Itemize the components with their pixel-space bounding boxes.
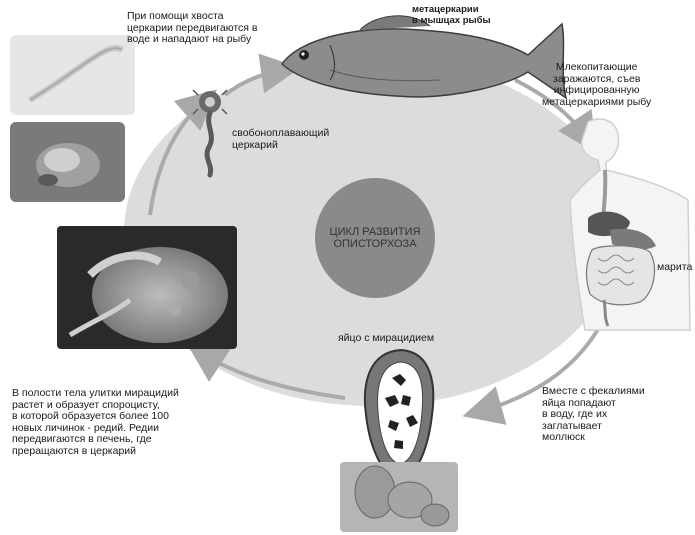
snail-photo <box>10 122 125 202</box>
marita-label: марита <box>657 262 692 274</box>
egg-label: яйцо с мирацидием <box>338 333 434 345</box>
center-title: ЦИКЛ РАЗВИТИЯ ОПИСТОРХОЗА <box>300 226 450 250</box>
mammals-description: Млекопитающие заражаются, съев инфициров… <box>542 62 651 108</box>
human-figure <box>570 119 690 330</box>
tail-description: При помощи хвоста церкарии передвигаются… <box>127 11 257 46</box>
snail-description: В полости тела улитки мирацидий растет и… <box>12 388 179 457</box>
feces-description: Вместе с фекалиями яйца попадают в воду,… <box>542 386 645 444</box>
egg-microscopy-photo <box>340 462 458 532</box>
snail-dissection-photo <box>57 226 237 349</box>
free-swimming-cercaria-label: свобоноплавающий церкарий <box>232 128 329 151</box>
cercaria-photo <box>10 35 135 115</box>
metacercariae-label: метацеркарии в мышцах рыбы <box>412 5 491 26</box>
egg-illustration <box>365 350 433 480</box>
